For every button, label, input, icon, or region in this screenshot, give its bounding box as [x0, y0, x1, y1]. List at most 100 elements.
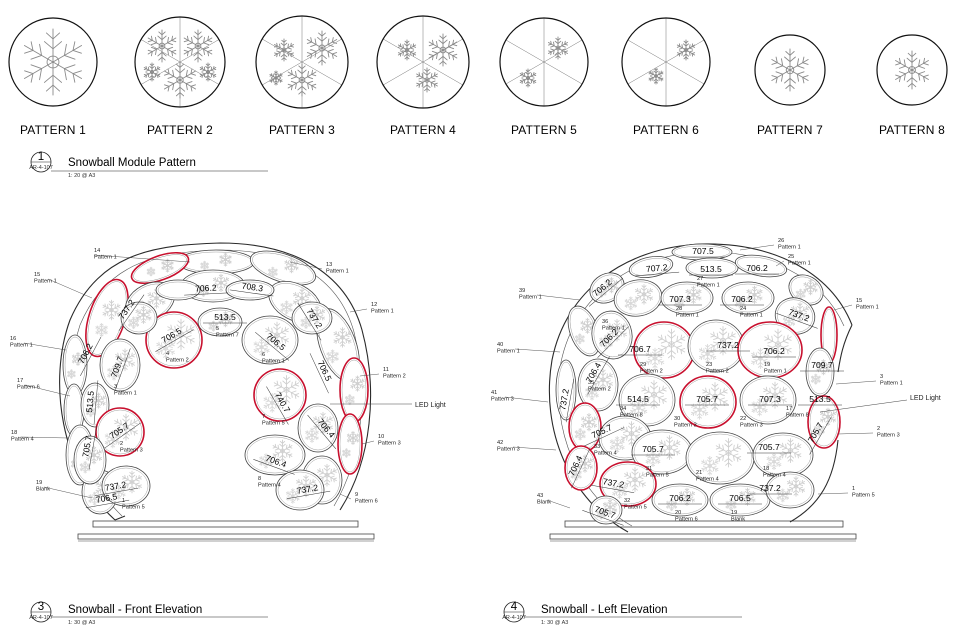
callout-number: 11 [383, 367, 389, 373]
module-ring-inner [662, 283, 712, 313]
dimension-line [588, 277, 623, 307]
module-ring-inner [101, 340, 139, 390]
dimension-value: 706.5 [95, 491, 118, 505]
callout-number: 20 [675, 510, 681, 516]
callout-number: 8 [258, 476, 261, 482]
dimension: 705.7 [747, 442, 791, 454]
title-block-sheet: AR-4-107 [502, 615, 526, 621]
dimension-value: 705.7 [758, 442, 780, 452]
dimension-line [582, 510, 624, 526]
led-module-highlight [807, 395, 841, 449]
leader-line [817, 492, 849, 495]
pattern-3: PATTERN 3 [255, 15, 349, 137]
callout-pattern: Pattern 6 [17, 385, 40, 391]
dimension: 513.5 [689, 264, 733, 276]
snowball-module [244, 434, 306, 476]
module-ring-inner [807, 349, 833, 395]
callout-number: 19 [764, 362, 770, 368]
callout-pattern: Pattern 4 [594, 451, 617, 457]
snowflake-icon [146, 30, 178, 62]
snowflake-faint-icon [342, 449, 351, 458]
snowball-module [618, 373, 676, 427]
pattern-6: PATTERN 6 [621, 17, 711, 137]
leader-line [43, 486, 93, 499]
title-block-title: Snowball - Left Elevation [541, 604, 668, 616]
title-block-number: 1 [38, 151, 44, 163]
pattern-8: PATTERN 8 [876, 34, 948, 137]
module-ring-inner [557, 361, 575, 419]
dimension-line [229, 289, 274, 297]
module-ring-inner [687, 433, 753, 483]
led-module-highlight [339, 357, 369, 423]
callout-pattern: Pattern 3 [378, 441, 401, 447]
snowflake-icon [269, 71, 283, 85]
callout-number: 6 [262, 352, 265, 358]
callout-number: 32 [624, 498, 630, 504]
dimension-value: 737.2 [759, 483, 781, 493]
title-block-left-elevation: 4 AR-4-107 Snowball - Left Elevation 1: … [502, 601, 742, 626]
dimension-line [286, 490, 331, 500]
pattern-grid-line [622, 31, 710, 93]
leader-line [361, 440, 375, 445]
left-led-label: LED Light [910, 395, 941, 402]
snowball-module [577, 358, 619, 412]
callout-pattern: Pattern 3 [877, 433, 900, 439]
leader-line [47, 278, 93, 299]
module-ring [155, 279, 201, 301]
leader-line [359, 373, 380, 377]
callout-pattern: Pattern 1 [676, 313, 699, 319]
dimension: 706.7 [618, 344, 662, 356]
callout-pattern: Pattern 2 [706, 369, 729, 375]
module-ring-inner [255, 370, 305, 420]
callout-number: 42 [497, 440, 503, 446]
callout-pattern: Blank [537, 500, 551, 506]
callout-number: 1 [852, 486, 855, 492]
dimension: 705.7 [80, 425, 98, 470]
snowball-module [249, 250, 317, 286]
callout-pattern: Pattern 4 [11, 437, 34, 443]
dimension-line [94, 487, 139, 497]
callout-pattern: Pattern 1 [697, 283, 720, 289]
callout-number: 26 [778, 238, 784, 244]
module-ring-inner [741, 377, 795, 423]
module-ring [297, 403, 339, 453]
callout-number: 31 [646, 466, 652, 472]
callout-pattern: Pattern 3 [740, 423, 763, 429]
callout-number: 15 [34, 272, 40, 278]
module-ring [734, 254, 788, 278]
callout-pattern: Pattern 8 [620, 413, 643, 419]
module-ring [805, 347, 835, 397]
leader-line [20, 436, 69, 439]
callout-number: 3 [880, 374, 883, 380]
pattern-circle [8, 17, 98, 107]
callout-number: 16 [10, 336, 16, 342]
callout-number: 27 [697, 276, 703, 282]
module-ring-inner [147, 313, 201, 367]
callout-pattern: Pattern 4 [696, 477, 719, 483]
dimension: 706.2 [735, 263, 779, 275]
module-ring-inner [299, 405, 337, 451]
dimension: 709.7 [800, 360, 844, 372]
module-ring-inner [97, 409, 143, 455]
module-ring-inner [601, 463, 655, 505]
dimension: 737.2 [286, 482, 331, 500]
led-module-highlight [253, 368, 307, 422]
dimension-line [253, 459, 295, 475]
dimension: 737.2 [590, 476, 635, 494]
dimension-line [597, 326, 629, 358]
module-ring-inner [653, 485, 707, 515]
dimension-line [155, 329, 194, 352]
